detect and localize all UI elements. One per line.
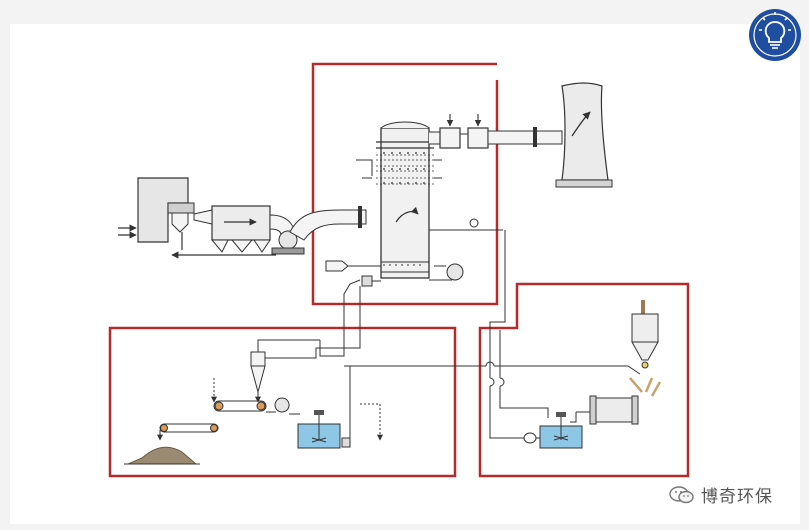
crossover-jump-1 xyxy=(485,361,495,367)
recirculation-pump xyxy=(446,263,464,281)
wechat-icon xyxy=(669,485,694,503)
bleed-pump xyxy=(361,275,373,287)
ball-mill xyxy=(589,395,639,425)
gypsum-pile xyxy=(127,446,198,465)
wechat-watermark: 博奇环保 xyxy=(669,482,773,507)
ggh-unit-1 xyxy=(439,127,461,149)
limestone-feed-chute xyxy=(629,377,662,397)
limestone-slurry-supply-line xyxy=(489,230,524,439)
filtrate-pump xyxy=(341,437,351,448)
limestone-slurry-pump xyxy=(523,432,537,444)
wastewater-dashed-line xyxy=(360,403,383,441)
chimney-stack xyxy=(555,82,613,188)
company-logo xyxy=(749,9,801,61)
cyclone-overflow-line xyxy=(257,339,320,352)
boiler xyxy=(137,177,195,243)
vacuum-pump xyxy=(274,397,290,413)
slurry-return-line xyxy=(499,330,549,418)
vacuum-belt-filter xyxy=(213,400,267,412)
spray-header-3 xyxy=(434,159,442,179)
limestone-preparation-boundary xyxy=(478,282,690,478)
lightbulb-icon xyxy=(759,12,791,49)
crossover-jump-2 xyxy=(489,377,495,387)
overflow-to-absorber-line xyxy=(319,279,361,357)
outlet-damper xyxy=(533,127,537,147)
absorber-system-boundary xyxy=(311,62,499,306)
crossover-jump-3 xyxy=(499,377,505,387)
fan-base xyxy=(271,247,305,255)
limestone-silo xyxy=(631,300,659,369)
stack-inlet-duct xyxy=(487,130,563,145)
spray-header-1 xyxy=(356,159,373,176)
cyclone-feed-line xyxy=(265,286,361,359)
flue-gas-inlet-duct xyxy=(289,209,367,241)
electrostatic-precipitator xyxy=(210,205,271,253)
limestone-slurry-tank xyxy=(539,412,583,449)
oxidation-air-blower xyxy=(325,260,349,272)
absorber-tower xyxy=(376,121,434,279)
inlet-damper xyxy=(358,206,362,228)
watermark-text: 博奇环保 xyxy=(701,487,773,507)
gypsum-conveyor xyxy=(159,423,219,433)
boiler-to-esp-duct xyxy=(193,209,213,225)
gypsum-hydrocyclone xyxy=(250,351,266,394)
slurry-tank-feed-line xyxy=(570,412,577,423)
gypsum-dewatering-boundary xyxy=(108,326,457,478)
ggh-unit-2 xyxy=(467,127,489,149)
recirculation-valve xyxy=(469,218,479,228)
gypsum-slurry-transfer-line xyxy=(344,365,641,375)
filtrate-tank xyxy=(297,410,341,449)
